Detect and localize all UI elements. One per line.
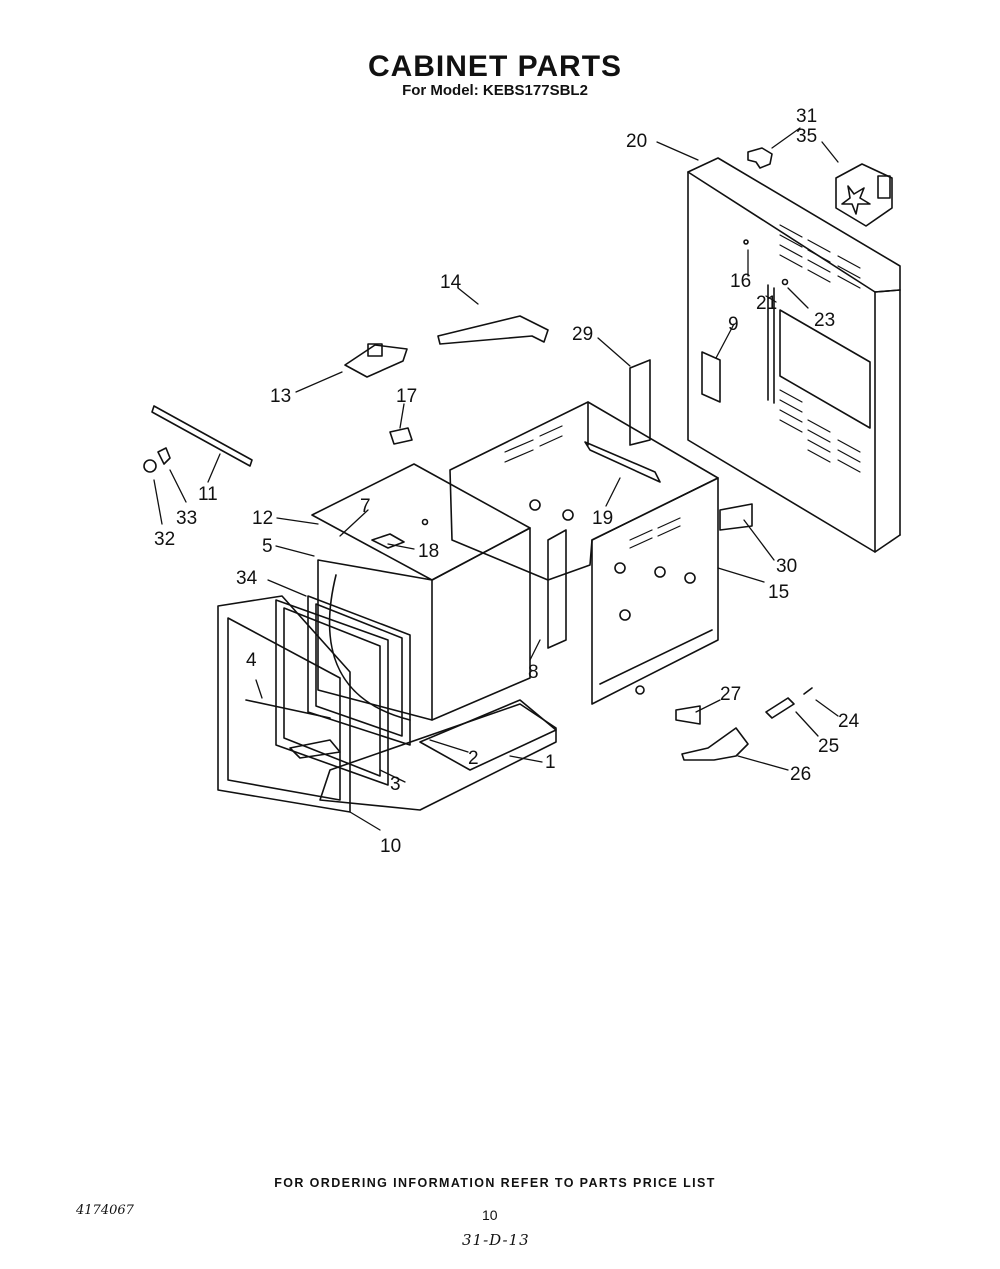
document-number: 4174067: [76, 1203, 134, 1218]
ordering-note: FOR ORDERING INFORMATION REFER TO PARTS …: [274, 1176, 716, 1190]
callout-1: 1: [545, 752, 556, 773]
callout-27: 27: [720, 684, 741, 705]
rail-part: [437, 315, 549, 345]
handwritten-note: 31-D-13: [462, 1231, 530, 1249]
bracket-part: [747, 147, 773, 169]
spring-part: [765, 697, 795, 719]
callout-8: 8: [528, 662, 539, 683]
callout-17: 17: [396, 386, 417, 407]
callout-24: 24: [838, 711, 860, 732]
oven-liner-part: [311, 463, 567, 721]
callout-3: 3: [390, 774, 401, 795]
door-gasket-part: [307, 595, 411, 746]
bracket-small-part: [675, 705, 701, 725]
callout-10: 10: [380, 836, 401, 857]
callout-7: 7: [360, 496, 371, 517]
pin-part: [803, 687, 813, 695]
fan-motor-part: [835, 163, 893, 227]
callout-16: 16: [730, 271, 751, 292]
callout-26: 26: [790, 764, 811, 785]
page-title: CABINET PARTS: [367, 50, 623, 83]
hinge-part: [143, 447, 171, 473]
callout-19: 19: [592, 508, 613, 529]
callout-5: 5: [262, 536, 273, 557]
callout-31: 31: [796, 106, 817, 127]
latch-part: [344, 343, 408, 378]
callout-14: 14: [440, 272, 462, 293]
callout-25: 25: [818, 736, 839, 757]
callout-30: 30: [776, 556, 797, 577]
model-subtitle: For Model: KEBS177SBL2: [402, 82, 588, 99]
clip-part: [389, 427, 413, 445]
lock-bracket-part: [681, 727, 749, 761]
callout-4: 4: [246, 650, 257, 671]
callout-11: 11: [198, 484, 218, 505]
callout-21: 21: [756, 293, 777, 314]
callout-33: 33: [176, 508, 197, 529]
back-panel-part: [687, 157, 901, 553]
page-number: 10: [482, 1207, 498, 1223]
callout-15: 15: [768, 582, 789, 603]
callout-35: 35: [796, 126, 817, 147]
callout-29: 29: [572, 324, 593, 345]
base-part: [319, 699, 557, 811]
callout-32: 32: [154, 529, 175, 550]
callout-2: 2: [468, 748, 479, 769]
callout-20: 20: [626, 131, 647, 152]
callout-13: 13: [270, 386, 291, 407]
callout-23: 23: [814, 310, 835, 331]
callout-12: 12: [252, 508, 273, 529]
callout-34: 34: [236, 568, 258, 589]
cabinet-wrapper-part: [449, 359, 753, 581]
callout-9: 9: [728, 314, 739, 335]
callout-labels: 1 2 3 4 5 7 8 9 10 11 12 13 14 15 16 17 …: [154, 106, 860, 857]
trim-strip-part: [151, 405, 253, 467]
door-frame-part: [217, 595, 389, 813]
leader-lines: [153, 127, 839, 831]
callout-18: 18: [418, 541, 439, 562]
